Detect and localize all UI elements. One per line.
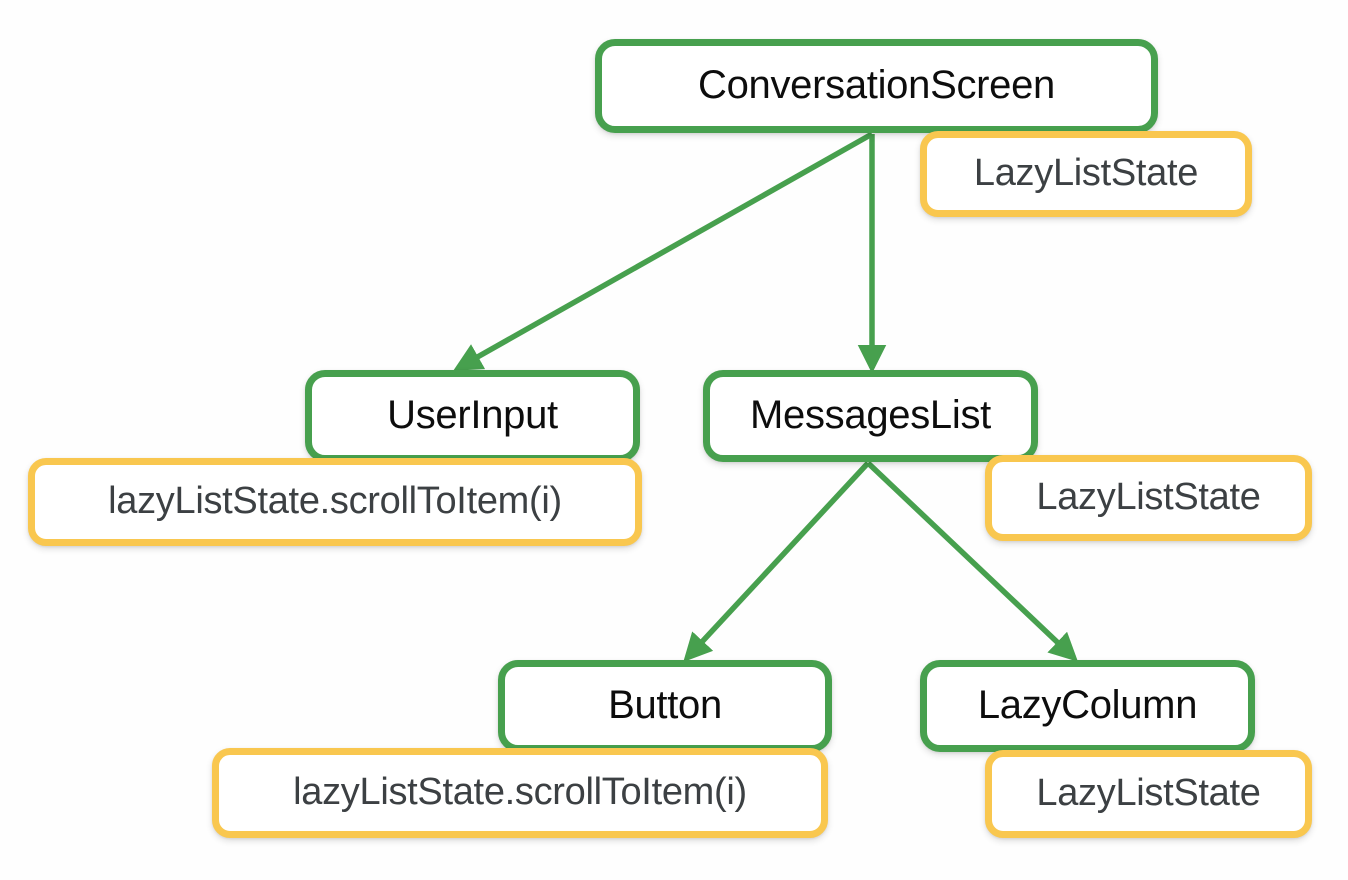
- node-messages-list[interactable]: MessagesList: [703, 370, 1038, 462]
- edge-messageslist-to-button: [683, 461, 871, 663]
- edge-conversation-to-userinput: [453, 131, 874, 371]
- node-conversation-screen-state[interactable]: LazyListState: [920, 131, 1252, 217]
- node-user-input[interactable]: UserInput: [305, 370, 640, 462]
- node-button[interactable]: Button: [498, 660, 832, 752]
- node-label: MessagesList: [750, 392, 991, 437]
- node-lazy-column-state[interactable]: LazyListState: [985, 750, 1312, 838]
- node-button-state[interactable]: lazyListState.scrollToItem(i): [212, 748, 828, 838]
- node-label: LazyListState: [1036, 771, 1261, 814]
- node-label: lazyListState.scrollToItem(i): [293, 770, 747, 813]
- node-lazy-column[interactable]: LazyColumn: [920, 660, 1255, 752]
- node-label: LazyListState: [1036, 475, 1261, 518]
- node-label: UserInput: [387, 392, 558, 437]
- node-label: ConversationScreen: [697, 62, 1056, 107]
- node-label: LazyListState: [973, 151, 1199, 194]
- node-label: Button: [608, 682, 722, 727]
- node-conversation-screen[interactable]: ConversationScreen: [595, 39, 1158, 133]
- node-label: lazyListState.scrollToItem(i): [108, 479, 562, 522]
- node-messages-list-state[interactable]: LazyListState: [985, 455, 1312, 541]
- node-user-input-state[interactable]: lazyListState.scrollToItem(i): [28, 458, 642, 546]
- node-label: LazyColumn: [977, 682, 1198, 727]
